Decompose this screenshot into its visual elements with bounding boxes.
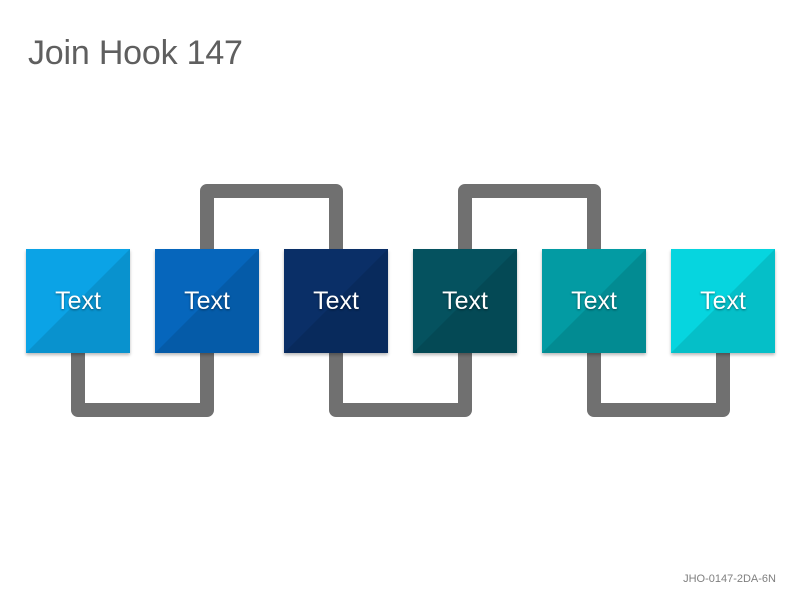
connector-top-1 — [200, 184, 343, 250]
slide-code: JHO-0147-2DA-6N — [683, 573, 776, 585]
connector-top-2 — [458, 184, 601, 250]
step-box-1: Text — [26, 249, 130, 353]
step-box-label: Text — [442, 286, 488, 315]
step-box-label: Text — [55, 286, 101, 315]
connector-bottom-3 — [587, 352, 730, 417]
step-box-label: Text — [184, 286, 230, 315]
connector-group — [71, 184, 730, 417]
connector-bottom-1 — [71, 352, 214, 417]
step-box-label: Text — [313, 286, 359, 315]
step-box-label: Text — [700, 286, 746, 315]
step-box-6: Text — [671, 249, 775, 353]
step-box-5: Text — [542, 249, 646, 353]
connector-bottom-2 — [329, 352, 472, 417]
step-box-3: Text — [284, 249, 388, 353]
step-box-4: Text — [413, 249, 517, 353]
step-box-2: Text — [155, 249, 259, 353]
step-box-label: Text — [571, 286, 617, 315]
page-title: Join Hook 147 — [28, 34, 243, 72]
